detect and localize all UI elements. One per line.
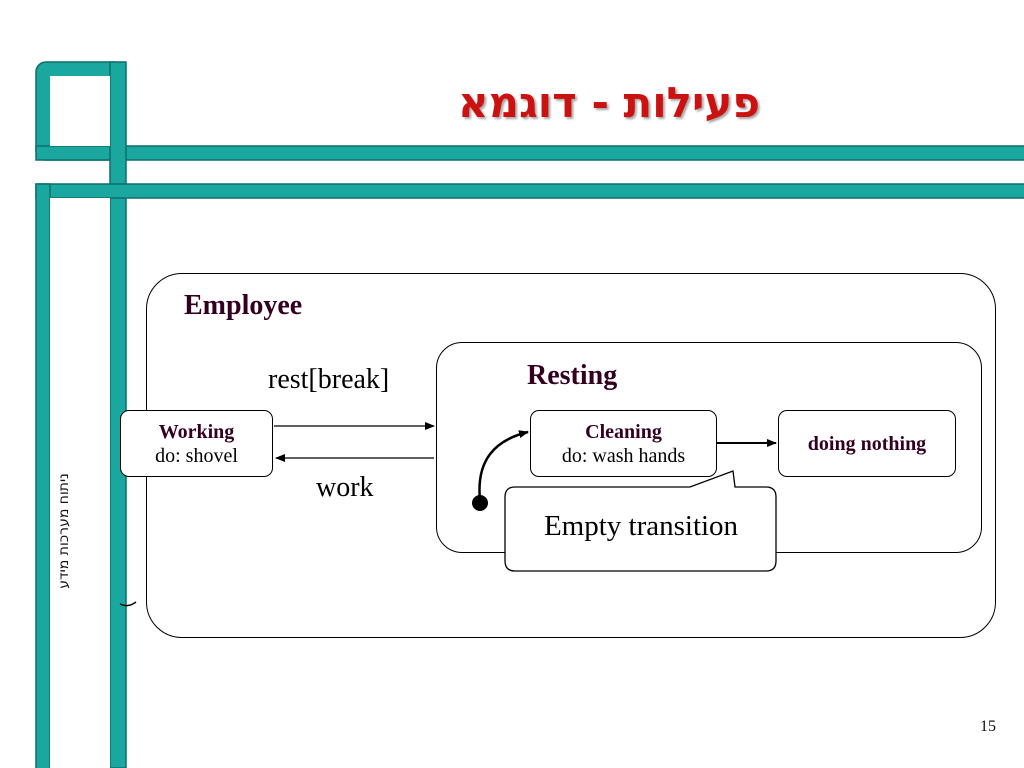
cleaning-state-name: Cleaning <box>585 420 662 443</box>
cleaning-state: Cleaning do: wash hands <box>530 410 717 477</box>
side-label: ניתוח מערכות מידע <box>56 473 72 589</box>
working-state: Working do: shovel <box>120 410 273 477</box>
resting-state-label: Resting <box>527 360 618 391</box>
doing-nothing-state-name: doing nothing <box>807 432 927 455</box>
slide-title: פעילות - דוגמא <box>458 78 760 127</box>
work-transition-label: work <box>316 472 374 503</box>
doing-nothing-state: doing nothing <box>778 410 956 477</box>
rest-transition-label: rest[break] <box>268 364 390 395</box>
working-state-name: Working <box>158 420 235 443</box>
page-number: 15 <box>980 718 996 735</box>
empty-transition-callout-text: Empty transition <box>543 510 739 542</box>
employee-state-label: Employee <box>184 290 303 321</box>
cleaning-state-activity: do: wash hands <box>561 444 686 467</box>
working-state-activity: do: shovel <box>155 444 238 467</box>
